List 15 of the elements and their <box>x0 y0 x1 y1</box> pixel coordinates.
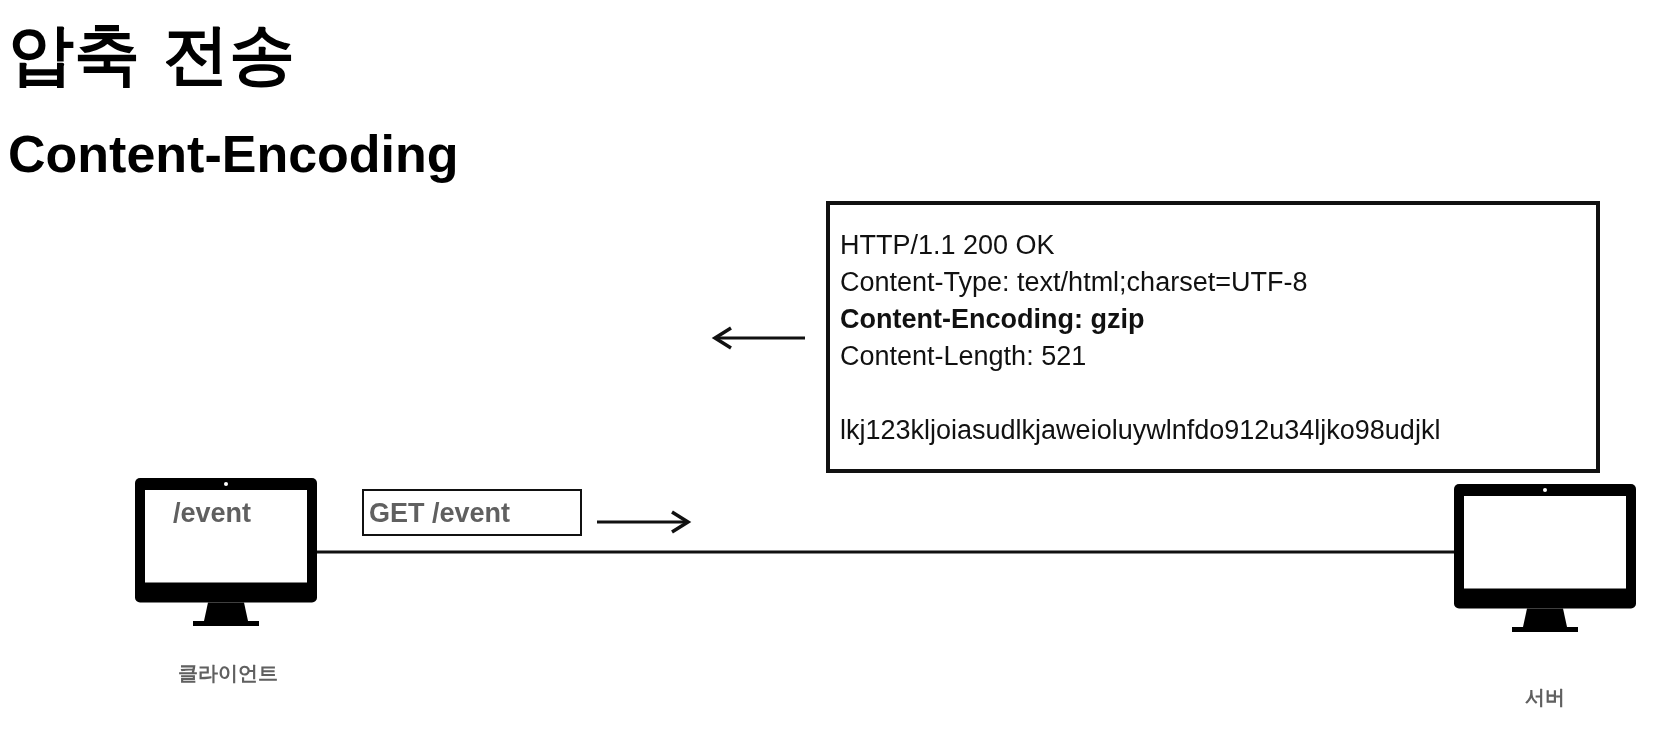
header-line: Content-Encoding: gzip <box>840 306 1145 333</box>
header-line: Content-Type: text/html;charset=UTF-8 <box>840 269 1308 296</box>
device-label: 서버 <box>1525 687 1565 707</box>
response-box <box>826 201 1600 473</box>
title: 압축 전송 <box>8 22 295 88</box>
connection-line <box>317 550 1454 554</box>
body-text: lkj123kljoiasudlkjaweioluywlnfdo912u34ljko98udjkl <box>840 417 1441 444</box>
monitor-icon <box>1454 484 1636 634</box>
header-line: Content-Length: 521 <box>840 343 1087 370</box>
request-box <box>362 489 582 536</box>
monitor-icon <box>135 478 317 628</box>
screen-text: /event <box>173 500 252 527</box>
request-text: GET /event <box>369 500 511 527</box>
header-line: HTTP/1.1 200 OK <box>840 232 1055 259</box>
device-label: 클라이언트 <box>178 663 278 683</box>
